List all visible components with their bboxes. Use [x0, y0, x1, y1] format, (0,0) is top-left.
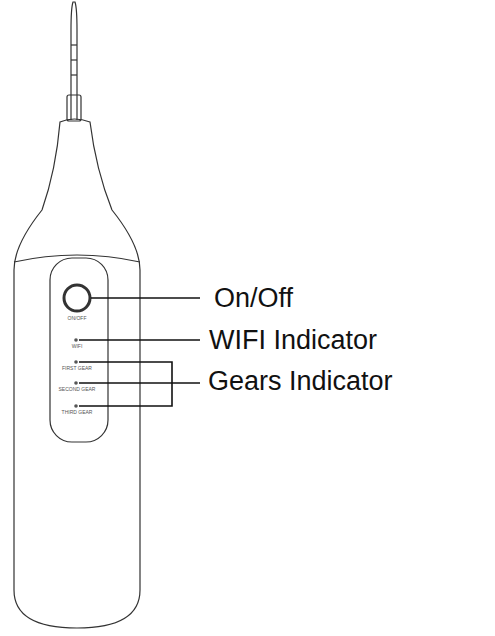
control-panel	[50, 258, 108, 442]
leader-line	[79, 339, 200, 341]
callout-label: On/Off	[214, 285, 293, 312]
bracket	[79, 362, 172, 406]
panel-text: SECOND GEAR	[59, 387, 96, 392]
callout-label: Gears Indicator	[208, 368, 393, 395]
gear-led	[74, 404, 78, 408]
panel-text: WIFI	[72, 344, 83, 349]
panel-text: THIRD GEAR	[62, 410, 93, 415]
device-body	[14, 119, 140, 628]
leader-line	[91, 297, 200, 299]
callout-label: WIFI Indicator	[209, 327, 377, 354]
gear-led	[74, 360, 78, 364]
gear-led	[74, 381, 78, 385]
power-button	[64, 285, 90, 311]
panel-text: FIRST GEAR	[62, 366, 92, 371]
probe-collar	[67, 95, 81, 121]
probe-tip	[71, 2, 77, 120]
panel-text: ON/OFF	[68, 316, 87, 321]
leader-line	[79, 382, 200, 384]
wifi-led	[74, 338, 78, 342]
